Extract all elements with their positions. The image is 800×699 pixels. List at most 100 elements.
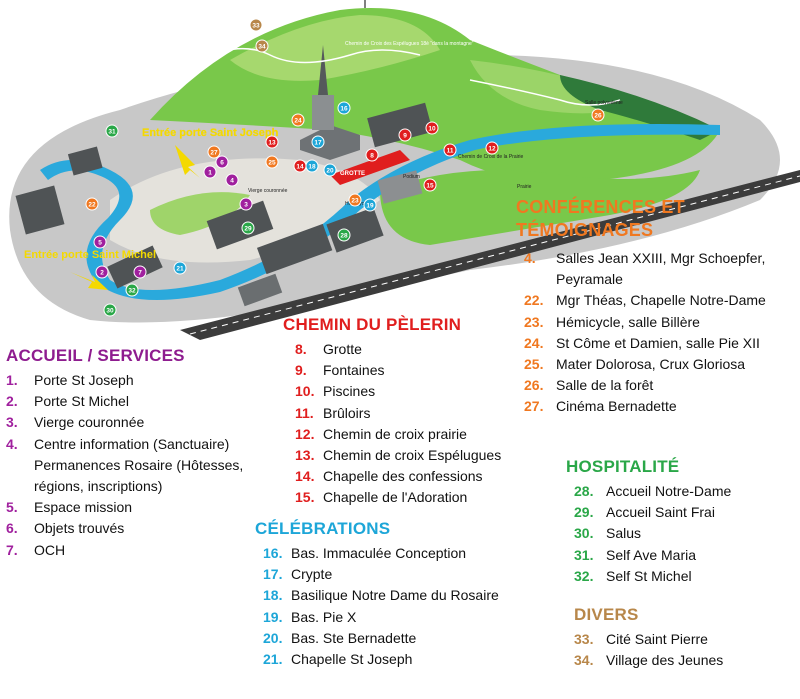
legend-item[interactable]: 19.Bas. Pie X xyxy=(263,607,499,628)
legend-item[interactable]: 14. Chapelle des confessions xyxy=(295,466,501,487)
map-marker-label: 33 xyxy=(252,23,260,30)
map-marker-15[interactable] xyxy=(423,178,437,192)
legend-item[interactable]: 7.OCH xyxy=(6,540,243,561)
legend-item[interactable]: 2.Porte St Michel xyxy=(6,391,243,412)
building xyxy=(15,185,65,235)
legend-list-hospitalite: 28.Accueil Notre-Dame 29.Accueil Saint F… xyxy=(566,481,731,587)
legend-item[interactable]: 25.Mater Dolorosa, Crux Gloriosa xyxy=(524,354,766,375)
item-label: Centre information (Sanctuaire) xyxy=(34,435,230,452)
map-marker-label: 16 xyxy=(340,106,348,113)
building xyxy=(256,223,333,275)
item-number: 19. xyxy=(263,608,283,625)
legend-item[interactable]: 33.Cité Saint Pierre xyxy=(574,629,723,650)
item-number: 27. xyxy=(524,398,544,415)
legend-item[interactable]: 4.Salles Jean XXIII, Mgr Schoepfer, xyxy=(524,248,766,269)
map-marker-5[interactable] xyxy=(93,235,107,249)
legend-item[interactable]: 20.Bas. Ste Bernadette xyxy=(263,628,499,649)
map-marker-label: 17 xyxy=(314,140,322,147)
map-marker-22[interactable] xyxy=(85,197,99,211)
map-marker-20[interactable] xyxy=(323,163,337,177)
legend-list-celebrations: 16.Bas. Immaculée Conception 17.Crypte 1… xyxy=(255,543,499,670)
map-marker-6[interactable] xyxy=(215,155,229,169)
legend-item-continuation: Permanences Rosaire (Hôtesses, xyxy=(34,456,244,473)
legend-item[interactable]: 23.Hémicycle, salle Billère xyxy=(524,312,766,333)
legend-item[interactable]: 10.Piscines xyxy=(295,381,501,402)
title-line: CONFÉRENCES ET xyxy=(516,197,685,217)
item-number: 14. xyxy=(295,468,315,485)
item-label: Porte St Michel xyxy=(34,393,129,410)
legend-item[interactable]: 26.Salle de la forêt xyxy=(524,375,766,396)
map-marker-23[interactable] xyxy=(348,193,362,207)
legend-item[interactable]: 18.Basilique Notre Dame du Rosaire xyxy=(263,585,499,606)
meadow-south xyxy=(380,170,700,245)
legend-item[interactable]: 28.Accueil Notre-Dame xyxy=(574,481,731,502)
legend-list-accueil: 1.Porte St Joseph 2.Porte St Michel 3.Vi… xyxy=(6,370,243,561)
map-marker-13[interactable] xyxy=(265,135,279,149)
legend-item[interactable]: 11.Brûloirs xyxy=(295,403,501,424)
map-marker-30[interactable] xyxy=(103,303,117,317)
legend-item[interactable]: 9.Fontaines xyxy=(295,360,501,381)
map-marker-11[interactable] xyxy=(443,143,457,157)
building xyxy=(377,170,423,204)
legend-item[interactable]: 24.St Côme et Damien, salle Pie XII xyxy=(524,333,766,354)
legend-item[interactable]: 17.Crypte xyxy=(263,564,499,585)
map-marker-3[interactable] xyxy=(239,197,253,211)
map-marker-label: 14 xyxy=(296,164,304,171)
map-marker-24[interactable] xyxy=(291,113,305,127)
item-label: Cinéma Bernadette xyxy=(556,398,677,415)
map-marker-32[interactable] xyxy=(125,283,139,297)
map-marker-1[interactable] xyxy=(203,165,217,179)
map-marker-21[interactable] xyxy=(173,261,187,275)
legend-item[interactable]: 15.Chapelle de l'Adoration xyxy=(295,487,501,508)
legend-item[interactable]: 8.Grotte xyxy=(295,339,501,360)
legend-item[interactable]: 27. Cinéma Bernadette xyxy=(524,396,766,417)
map-marker-label: 7 xyxy=(138,270,142,277)
legend-item[interactable]: 29.Accueil Saint Frai xyxy=(574,502,731,523)
map-marker-10[interactable] xyxy=(425,121,439,135)
map-marker-26[interactable] xyxy=(591,108,605,122)
item-number: 20. xyxy=(263,629,283,646)
legend-item[interactable]: 12.Chemin de croix prairie xyxy=(295,424,501,445)
map-marker-2[interactable] xyxy=(95,265,109,279)
map-marker-34[interactable] xyxy=(255,39,269,53)
item-label: Chapelle des confessions xyxy=(323,468,483,485)
map-marker-label: 34 xyxy=(258,44,266,51)
legend-item[interactable]: 32.Self St Michel xyxy=(574,566,731,587)
map-marker-18[interactable] xyxy=(305,159,319,173)
map-marker-31[interactable] xyxy=(105,124,119,138)
map-marker-4[interactable] xyxy=(225,173,239,187)
map-marker-12[interactable] xyxy=(485,141,499,155)
legend-item[interactable]: 4.Centre information (Sanctuaire) xyxy=(6,434,243,455)
map-marker-27[interactable] xyxy=(207,145,221,159)
legend-item[interactable]: 34.Village des Jeunes xyxy=(574,650,723,671)
legend-item[interactable]: 1.Porte St Joseph xyxy=(6,370,243,391)
legend-item[interactable]: 13.Chemin de croix Espélugues xyxy=(295,445,501,466)
map-marker-label: 28 xyxy=(340,233,348,240)
legend-celebrations: CÉLÉBRATIONS 16.Bas. Immaculée Conceptio… xyxy=(255,519,499,670)
legend-item[interactable]: 5.Espace mission xyxy=(6,497,243,518)
map-marker-7[interactable] xyxy=(133,265,147,279)
legend-item[interactable]: 31.Self Ave Maria xyxy=(574,545,731,566)
item-number: 30. xyxy=(574,525,594,542)
map-marker-28[interactable] xyxy=(337,228,351,242)
legend-item[interactable]: 6.Objets trouvés xyxy=(6,518,243,539)
legend-item[interactable]: 3.Vierge couronnée xyxy=(6,412,243,433)
map-marker-8[interactable] xyxy=(365,148,379,162)
sanctuary-map: Entrée porte Saint Joseph Entrée porte S… xyxy=(9,0,800,340)
item-number: 23. xyxy=(524,313,544,330)
map-marker-16[interactable] xyxy=(337,101,351,115)
map-marker-25[interactable] xyxy=(265,155,279,169)
legend-item[interactable]: 30.Salus xyxy=(574,523,731,544)
item-label: Self Ave Maria xyxy=(606,546,697,563)
map-marker-9[interactable] xyxy=(398,128,412,142)
map-marker-19[interactable] xyxy=(363,198,377,212)
place-label-grotte: GROTTE xyxy=(340,171,365,177)
map-marker-17[interactable] xyxy=(311,135,325,149)
map-marker-33[interactable] xyxy=(249,18,263,32)
legend-item[interactable]: 21.Chapelle St Joseph xyxy=(263,649,499,670)
map-marker-label: 15 xyxy=(426,183,434,190)
legend-item[interactable]: 16.Bas. Immaculée Conception xyxy=(263,543,499,564)
item-number: 33. xyxy=(574,631,594,647)
map-marker-29[interactable] xyxy=(241,221,255,235)
legend-item[interactable]: 22.Mgr Théas, Chapelle Notre-Dame xyxy=(524,290,766,311)
